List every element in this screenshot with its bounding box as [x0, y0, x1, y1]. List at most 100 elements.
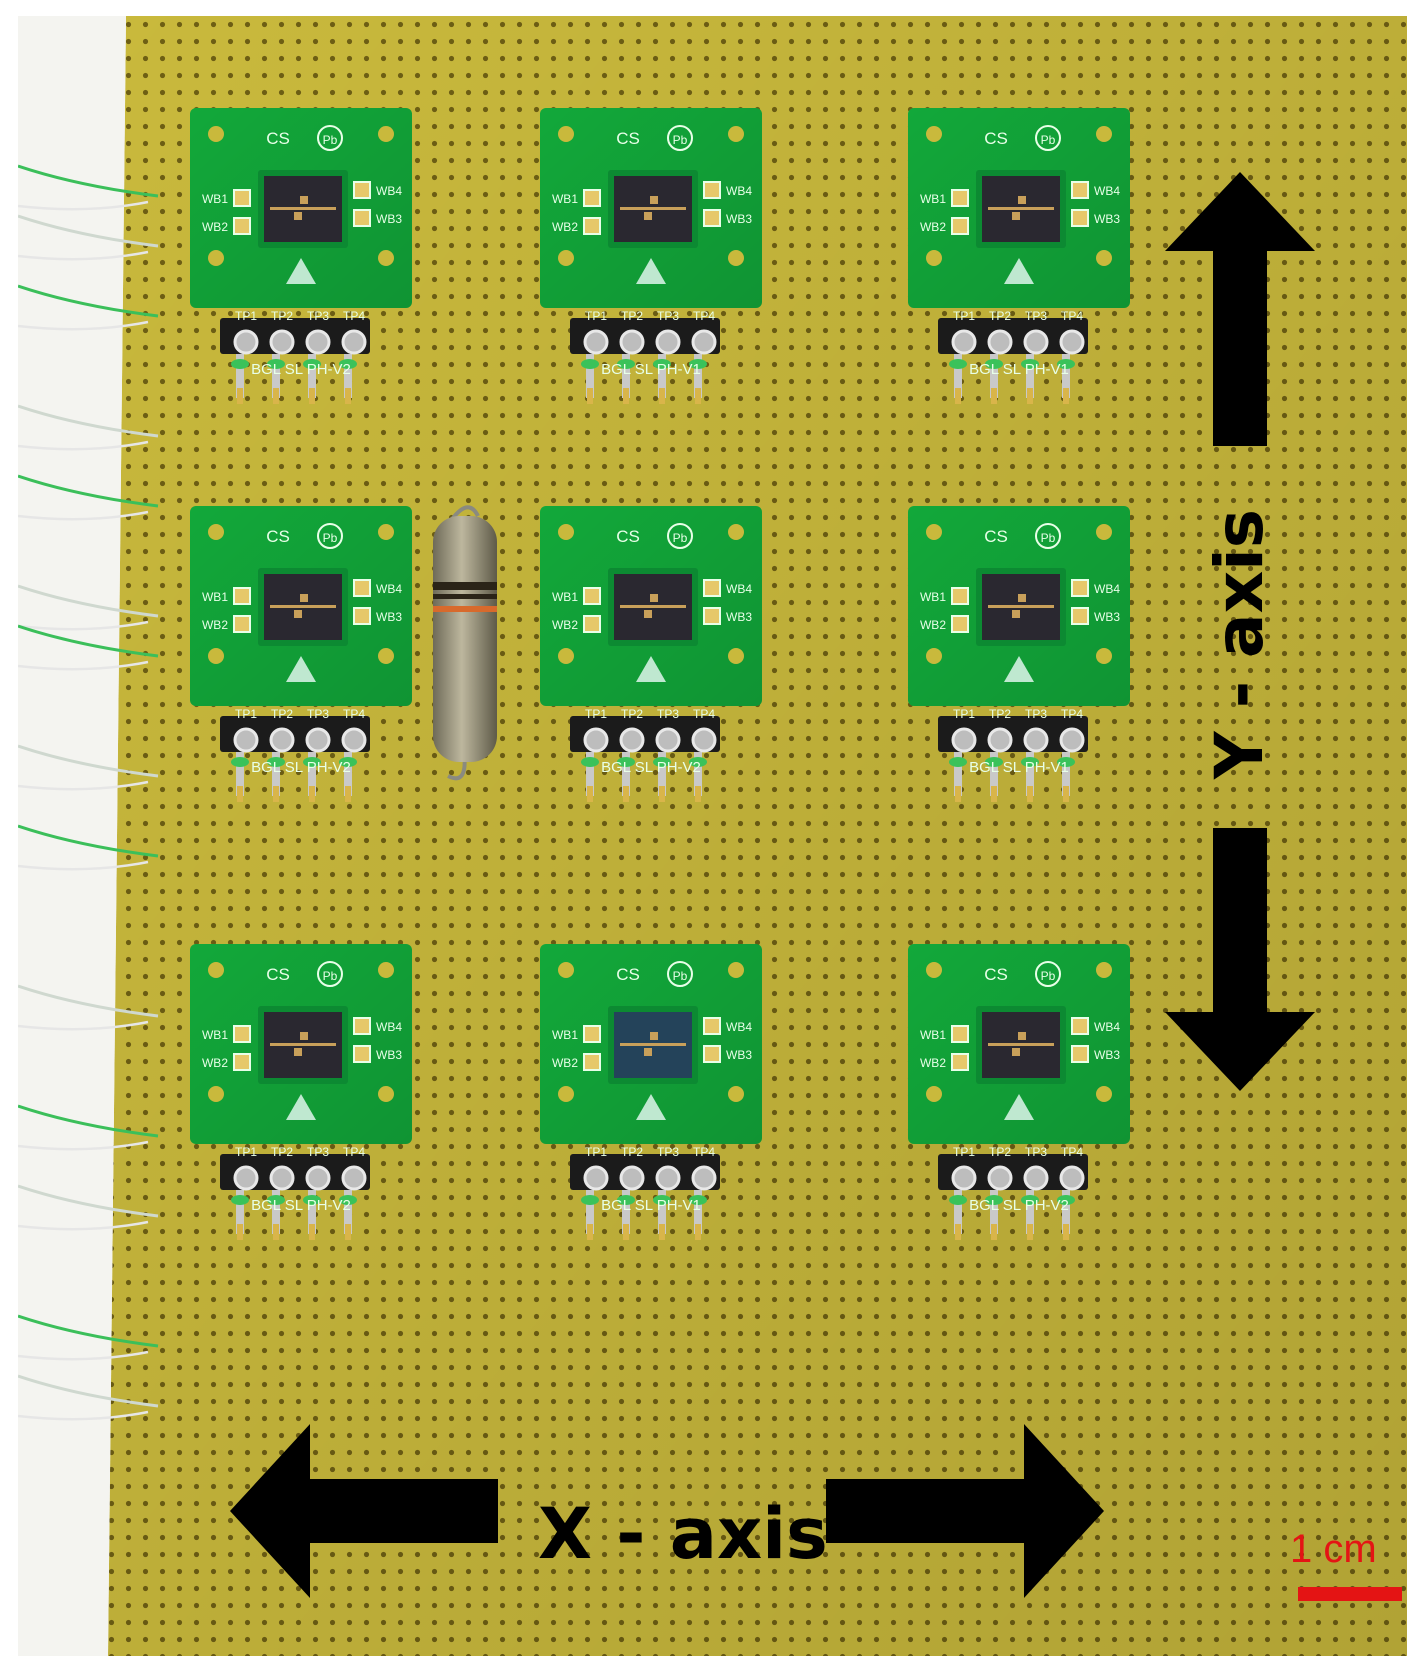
lead-wire: [18, 1314, 159, 1348]
test-point-solder: [691, 1165, 717, 1191]
test-point-label: TP3: [1025, 707, 1047, 721]
pin-tip: [955, 786, 961, 802]
pin-wire-wrap: [1021, 757, 1039, 767]
die-trace: [620, 207, 686, 210]
test-point-solder: [233, 727, 259, 753]
mounting-hole: [926, 250, 942, 266]
mounting-hole: [378, 962, 394, 978]
pin-wire-wrap: [985, 359, 1003, 369]
pin-tip: [695, 1224, 701, 1240]
pad-label: WB3: [1094, 610, 1120, 624]
mounting-hole: [558, 126, 574, 142]
test-point-label: TP3: [307, 309, 329, 323]
pad-label: WB2: [552, 1056, 578, 1070]
pb-mark-label: Pb: [673, 133, 688, 147]
mounting-hole: [558, 1086, 574, 1102]
pin-tip: [587, 1224, 593, 1240]
lead-wire: [18, 250, 149, 261]
mounting-hole: [728, 648, 744, 664]
board-variant-label: BGL SL PH-V1: [601, 1197, 701, 1214]
pin-wire-wrap: [1057, 1195, 1075, 1205]
pad-label: WB4: [726, 1020, 752, 1034]
pin-tip: [273, 388, 279, 404]
test-point-solder: [583, 329, 609, 355]
pin-tip: [695, 388, 701, 404]
pin-tip: [273, 786, 279, 802]
test-point-label: TP2: [621, 1145, 643, 1159]
pin-wire-wrap: [949, 757, 967, 767]
lead-wire: [18, 624, 159, 658]
pb-mark-label: Pb: [323, 133, 338, 147]
pb-mark-label: Pb: [1041, 133, 1056, 147]
pin-wire-wrap: [581, 757, 599, 767]
test-point-solder: [305, 727, 331, 753]
wire-bond-pad: [951, 1025, 969, 1043]
test-point-solder: [619, 329, 645, 355]
board-variant-label: BGL SL PH-V2: [251, 361, 351, 378]
board-variant-label: BGL SL PH-V2: [251, 1197, 351, 1214]
test-point-label: TP1: [585, 1145, 607, 1159]
die-pad: [1012, 212, 1020, 220]
test-point-label: TP4: [343, 309, 365, 323]
pad-label: WB1: [552, 590, 578, 604]
test-point-solder: [583, 727, 609, 753]
test-point-solder: [1059, 1165, 1085, 1191]
test-point-label: TP3: [307, 707, 329, 721]
pad-label: WB3: [726, 610, 752, 624]
die-pad: [300, 196, 308, 204]
wire-bond-pad: [1071, 579, 1089, 597]
wire-bond-pad: [703, 1017, 721, 1035]
board-variant-label: BGL SL PH-V2: [969, 1197, 1069, 1214]
pad-label: WB2: [202, 1056, 228, 1070]
pad-label: WB1: [920, 1028, 946, 1042]
pin-tip: [1063, 388, 1069, 404]
lead-wire: [18, 320, 149, 331]
test-point-solder: [269, 1165, 295, 1191]
pb-free-icon: [317, 961, 343, 987]
pin-tip: [623, 1224, 629, 1240]
mounting-hole: [926, 962, 942, 978]
test-point-label: TP3: [657, 309, 679, 323]
pin-wire-wrap: [303, 1195, 321, 1205]
mounting-hole: [728, 524, 744, 540]
test-point-label: TP4: [343, 707, 365, 721]
pin-wire-wrap: [617, 359, 635, 369]
wire-bond-pad: [233, 217, 251, 235]
test-point-solder: [341, 1165, 367, 1191]
lead-wire: [18, 780, 149, 791]
board-variant-label: BGL SL PH-V2: [601, 759, 701, 776]
mounting-hole: [558, 962, 574, 978]
pin-tip: [237, 388, 243, 404]
pin-tip: [1027, 388, 1033, 404]
test-point-label: TP1: [235, 1145, 257, 1159]
pb-free-icon: [1035, 125, 1061, 151]
lead-wire: [18, 1140, 149, 1151]
pin-tip: [237, 786, 243, 802]
pad-label: WB2: [202, 220, 228, 234]
board-brand-label: CS: [616, 527, 640, 546]
test-point-solder: [1059, 727, 1085, 753]
wire-bond-pad: [1071, 1017, 1089, 1035]
pin-wire-wrap: [653, 359, 671, 369]
pin-tip: [659, 1224, 665, 1240]
board-brand-label: CS: [266, 129, 290, 148]
wire-bond-pad: [951, 189, 969, 207]
mounting-hole: [378, 250, 394, 266]
wire-bond-pad: [703, 1045, 721, 1063]
mounting-hole: [926, 1086, 942, 1102]
pad-label: WB2: [920, 618, 946, 632]
test-point-solder: [691, 329, 717, 355]
test-point-solder: [341, 727, 367, 753]
pin-wire-wrap: [689, 757, 707, 767]
lead-wire: [18, 474, 159, 508]
pb-free-icon: [1035, 523, 1061, 549]
die-pad: [294, 212, 302, 220]
pin-wire-wrap: [949, 1195, 967, 1205]
wire-bond-pad: [233, 615, 251, 633]
pin-tip: [273, 1224, 279, 1240]
pin-wire-wrap: [653, 1195, 671, 1205]
